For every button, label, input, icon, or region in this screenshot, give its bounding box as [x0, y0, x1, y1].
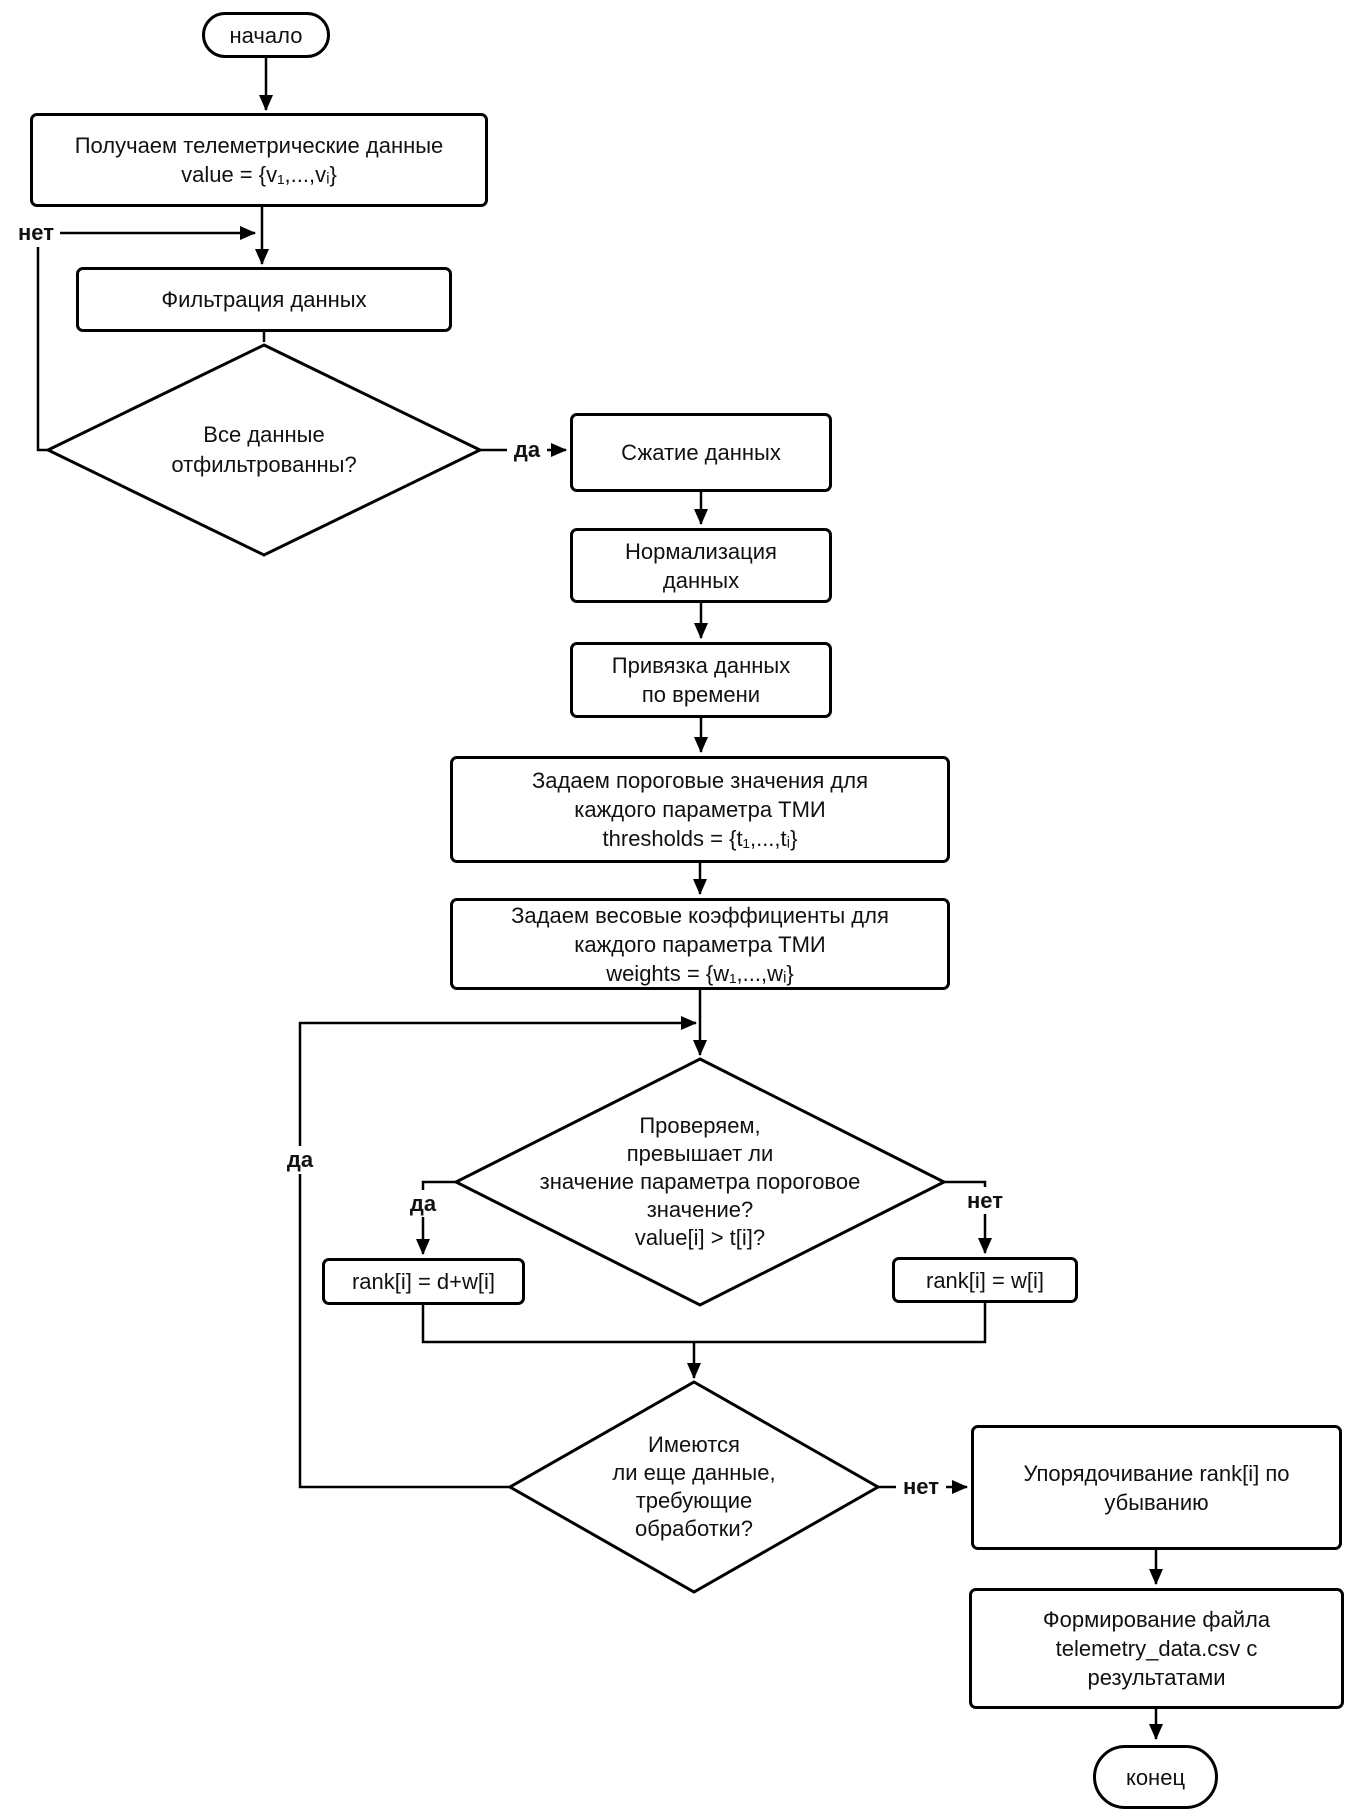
set-weights-process: Задаем весовые коэффициенты для каждого …: [450, 898, 950, 990]
time-binding-process: Привязка данных по времени: [570, 642, 832, 718]
form-file-process: Формирование файла telemetry_data.csv с …: [969, 1588, 1344, 1709]
rank-exceed-process: rank[i] = d+w[i]: [322, 1258, 525, 1305]
threshold-check-decision-shape: [452, 1057, 948, 1307]
receive-data-process: Получаем телеметрические данные value = …: [30, 113, 488, 207]
all-filtered-decision-shape: [44, 343, 484, 557]
edge-label-loop-yes: да: [278, 1146, 322, 1174]
all-filtered-decision-text: Все данные отфильтрованны?: [171, 422, 357, 477]
connector-merge-right: [694, 1303, 987, 1344]
sort-rank-process: Упорядочивание rank[i] по убыванию: [971, 1425, 1342, 1550]
threshold-check-decision-text: Проверяем, превышает ли значение парамет…: [539, 1113, 861, 1250]
more-data-decision-shape: [506, 1380, 882, 1594]
connector-check-yes-branch: [416, 1180, 456, 1255]
connector-loop-not-filtered: [36, 226, 256, 452]
edge-label-filter-no: нет: [12, 219, 60, 247]
set-thresholds-process: Задаем пороговые значения для каждого па…: [450, 756, 950, 863]
edge-label-more-no: нет: [896, 1473, 946, 1501]
normalize-process: Нормализация данных: [570, 528, 832, 603]
start-terminal: начало: [202, 12, 330, 58]
connector-check-no-branch: [944, 1180, 992, 1254]
edge-label-check-yes: да: [403, 1190, 443, 1217]
edge-label-check-no: нет: [960, 1187, 1010, 1214]
end-terminal: конец: [1093, 1745, 1218, 1809]
compress-process: Сжатие данных: [570, 413, 832, 492]
connector-merge-left: [421, 1305, 694, 1344]
filter-process: Фильтрация данных: [76, 267, 452, 332]
rank-normal-process: rank[i] = w[i]: [892, 1257, 1078, 1303]
more-data-decision-text: Имеются ли еще данные, требующие обработ…: [612, 1432, 776, 1541]
edge-label-filter-yes: да: [507, 436, 547, 464]
connector-loop-more-data: [298, 1016, 697, 1489]
